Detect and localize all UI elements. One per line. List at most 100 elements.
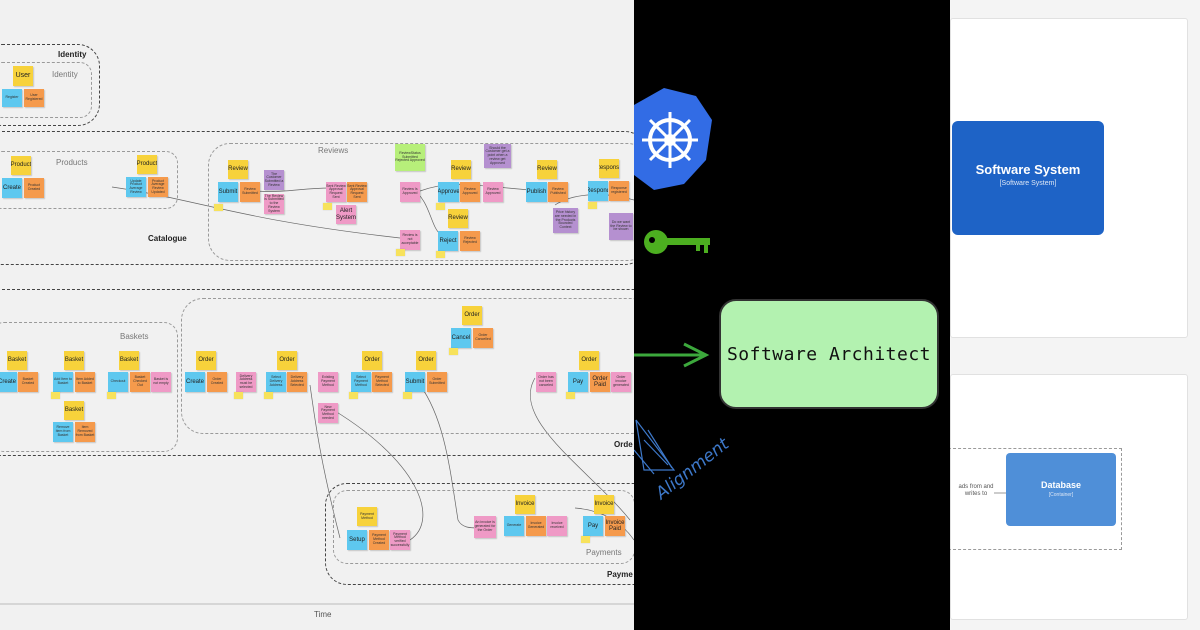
- basket-aggregate-note: Basket: [7, 351, 27, 370]
- submit-order-command-note: Submit: [405, 372, 425, 392]
- update-product-review-command-note: Update Product Average Review: [126, 177, 146, 197]
- basket-add-aggregate-note: Basket: [64, 351, 84, 370]
- product-review-updated-event-note: Product Average Review Updated: [148, 177, 168, 197]
- connector-invoice: [419, 384, 481, 529]
- user-aggregate-note: User: [13, 66, 33, 86]
- payment-verified-policy-note: Payment Method verified successfully: [390, 530, 410, 550]
- actor-sticky: [234, 392, 243, 399]
- orders-zone-title: Orde: [614, 440, 633, 449]
- publish-command-note: Publish: [526, 182, 547, 202]
- product-aggregate-2-note: Product: [137, 155, 157, 174]
- reviews-zone-title: Reviews: [318, 146, 349, 155]
- actor-sticky: [214, 204, 223, 211]
- order-inner-zone: [181, 298, 634, 434]
- payment-method-created-event-note: Payment Method Created: [369, 530, 389, 550]
- order-invoice-policy-note: Order invoice generated: [611, 372, 631, 392]
- review-aggregate-note: Review: [228, 160, 248, 179]
- order-address-aggregate-note: Order: [277, 351, 297, 370]
- relationship-arrow-icon: [994, 492, 1006, 494]
- actor-sticky: [566, 392, 575, 399]
- basket-checkout-aggregate-note: Basket: [119, 351, 139, 370]
- payment-selected-event-note: Payment Method Selected: [372, 372, 392, 392]
- alert-system-note: Alert System: [336, 205, 356, 224]
- identity-inner-title: Identity: [52, 70, 78, 79]
- review-shown-question-note: Do we want the Review to be shown: [609, 213, 633, 240]
- new-payment-policy-note: New Payment Method needed: [318, 403, 338, 423]
- add-item-command-note: Add Item to Basket: [53, 372, 73, 392]
- review-should-publish-note: Review Approved: [483, 182, 503, 202]
- order-paid-event-note: Order Paid: [590, 372, 610, 392]
- address-selected-event-note: Delivery Address Selected: [287, 372, 307, 392]
- concept-illustration: [634, 88, 939, 475]
- create-order-command-note: Create: [185, 372, 205, 392]
- remove-item-command-note: Remove Item from Basket: [53, 422, 73, 442]
- reviews-zone: [208, 143, 634, 261]
- actor-sticky: [349, 392, 358, 399]
- product-created-event-note: Product Created: [24, 178, 44, 198]
- existing-payment-policy-note: Existing Payment Method: [318, 372, 338, 392]
- identity-zone: [0, 44, 100, 126]
- respond-command-note: Respond: [588, 181, 608, 201]
- identity-inner-zone: [0, 62, 92, 118]
- payment-method-aggregate-note: Payment Method: [357, 507, 377, 526]
- user-registered-event-note: User Registered: [24, 89, 44, 107]
- actor-sticky: [403, 392, 412, 399]
- create-basket-command-note: Create: [0, 372, 17, 392]
- database-subtitle: [Container]: [1048, 492, 1074, 498]
- select-address-command-note: Select Delivery Address: [266, 372, 286, 392]
- order-submit-aggregate-note: Order: [416, 351, 436, 370]
- software-system-box: [952, 121, 1104, 235]
- actor-sticky: [107, 392, 116, 399]
- time-axis-label: Time: [314, 610, 332, 619]
- item-added-event-note: Item Added to Basket: [75, 372, 95, 392]
- concept-panel: Software Architect Alignment: [634, 0, 950, 630]
- software-architect-node: [719, 299, 939, 409]
- review-submitted-event-note: Review Submitted: [240, 182, 260, 202]
- baskets-zone-title: Baskets: [120, 332, 149, 341]
- reject-policy-note: Review is not acceptable: [400, 230, 420, 250]
- payments-inner-title: Payments: [586, 548, 622, 557]
- pay-invoice-command-note: Pay: [583, 516, 603, 536]
- order-created-event-note: Order Created: [207, 372, 227, 392]
- invoice-pay-aggregate-note: Invoice: [594, 495, 614, 514]
- actor-sticky: [436, 251, 445, 258]
- checkout-command-note: Checkout: [108, 372, 128, 392]
- order-cancel-aggregate-note: Order: [462, 306, 482, 325]
- register-command-note: Register: [2, 89, 22, 107]
- approve-command-note: Approve: [438, 182, 459, 202]
- select-payment-command-note: Select Payment Method: [351, 372, 371, 392]
- product-aggregate-note: Product: [11, 156, 31, 175]
- c4-diagram-panel: Software System [Software System] ads fr…: [950, 0, 1200, 630]
- actor-sticky: [51, 392, 60, 399]
- review-approved-event-note: Review Approved: [460, 182, 480, 202]
- actor-sticky: [323, 203, 332, 210]
- reject-command-note: Reject: [438, 231, 458, 251]
- relationship-label: ads from and writes to: [958, 484, 994, 498]
- arrow-right-icon: [634, 342, 710, 368]
- create-product-command-note: Create: [2, 178, 22, 198]
- order-not-canceled-policy-note: Order has not been canceled: [536, 372, 556, 392]
- payments-zone: [325, 483, 634, 585]
- order-submitted-event-note: Order Submitted: [427, 372, 447, 392]
- actor-sticky: [449, 348, 458, 355]
- item-removed-event-note: Item Removed from Basket: [75, 422, 95, 442]
- response-registered-event-note: Response registered: [609, 181, 629, 201]
- review-approve-aggregate-note: Review: [451, 160, 471, 179]
- price-history-question-note: Price history are needed in the Products…: [553, 208, 578, 233]
- setup-payment-command-note: Setup: [347, 530, 367, 550]
- key-icon: [644, 230, 710, 254]
- customer-submitted-policy-note: The Customer Submitted a Review: [264, 170, 284, 190]
- order-payment-aggregate-note: Order: [362, 351, 382, 370]
- review-published-event-note: Review Published: [548, 182, 568, 202]
- pay-order-command-note: Pay: [568, 372, 588, 392]
- invoice-received-policy-note: Invoice received: [547, 516, 567, 536]
- invoice-paid-event-note: Invoice Paid: [605, 516, 625, 536]
- response-aggregate-note: Response: [599, 159, 619, 178]
- software-architect-label: Software Architect: [726, 343, 932, 365]
- review-approval-sent-note: Sent Review Approval Request Sent: [326, 182, 346, 202]
- catalogue-zone-title: Catalogue: [148, 234, 187, 243]
- kubernetes-icon: [634, 88, 712, 190]
- review-status-note: ReviewStatus Submitted Rejected Approved: [395, 144, 425, 171]
- actor-sticky: [264, 392, 273, 399]
- actor-sticky: [396, 249, 405, 256]
